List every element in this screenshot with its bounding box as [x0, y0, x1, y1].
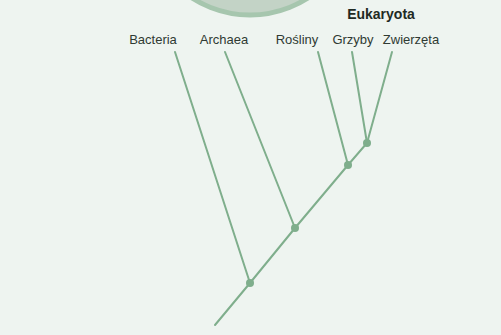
node-dot — [344, 161, 352, 169]
branch-line — [318, 52, 348, 165]
taxon-label: Zwierzęta — [383, 32, 439, 48]
taxon-label: Grzyby — [332, 32, 373, 48]
group-label: Eukaryota — [347, 6, 415, 22]
node-dot — [246, 279, 254, 287]
node-dot — [363, 139, 371, 147]
taxon-label: Bacteria — [129, 32, 177, 48]
trunk-line — [215, 52, 392, 325]
taxon-label: Archaea — [200, 32, 248, 48]
photo-circle — [143, 0, 357, 15]
taxon-label: Rośliny — [276, 32, 319, 48]
branch-line — [352, 52, 367, 143]
branch-line — [225, 52, 295, 228]
node-dot — [291, 224, 299, 232]
